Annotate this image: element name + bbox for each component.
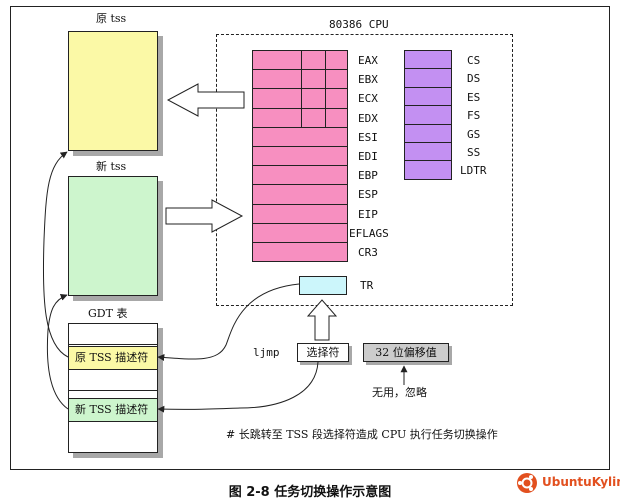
register-subdivision bbox=[325, 108, 326, 127]
general-register-label: EBP bbox=[358, 169, 378, 183]
old-descriptor-to-old-tss-arrow bbox=[42, 151, 69, 358]
general-register-cr3 bbox=[252, 242, 348, 263]
segment-register-label: GS bbox=[467, 127, 481, 141]
general-register-label: ECX bbox=[358, 92, 378, 106]
register-subdivision bbox=[301, 70, 302, 89]
gdt-divider bbox=[69, 390, 157, 391]
unused-label: 无用，忽略 bbox=[372, 386, 427, 399]
segment-register-label: DS bbox=[467, 72, 481, 86]
gdt-old-descriptor-label: 原 TSS 描述符 bbox=[75, 351, 149, 364]
ubuntukylin-logo: UbuntuKylin bbox=[516, 472, 620, 494]
register-subdivision bbox=[301, 89, 302, 108]
new-tss-box bbox=[68, 176, 158, 296]
general-register-label: CR3 bbox=[358, 246, 378, 259]
old-tss-box bbox=[68, 31, 158, 151]
register-subdivision bbox=[301, 51, 302, 70]
gdt-title: GDT 表 bbox=[88, 307, 128, 320]
segment-register-ldtr bbox=[404, 160, 452, 180]
gdt-table: 原 TSS 描述符 新 TSS 描述符 bbox=[68, 323, 158, 453]
register-subdivision bbox=[325, 70, 326, 89]
segment-register-label: SS bbox=[467, 146, 481, 159]
tr-to-old-descriptor-arrow bbox=[157, 283, 300, 361]
general-register-label: EBX bbox=[358, 73, 378, 87]
cpu-box bbox=[216, 34, 513, 306]
offset-box: 32 位偏移值 bbox=[363, 343, 449, 362]
note-text: # 长跳转至 TSS 段选择符造成 CPU 执行任务切换操作 bbox=[226, 428, 498, 441]
save-state-arrow bbox=[166, 83, 245, 117]
segment-register-label: ES bbox=[467, 90, 481, 104]
ljmp-label: ljmp bbox=[253, 346, 280, 359]
diagram-frame bbox=[10, 6, 610, 470]
tr-label: TR bbox=[360, 279, 374, 292]
figure-caption: 图 2-8 任务切换操作示意图 bbox=[228, 485, 392, 500]
general-register-label: EFLAGS bbox=[349, 226, 389, 240]
register-subdivision bbox=[325, 89, 326, 108]
register-subdivision bbox=[301, 108, 302, 127]
selector-to-tr-arrow bbox=[306, 299, 338, 341]
gdt-divider bbox=[69, 344, 157, 345]
general-register-label: EIP bbox=[358, 207, 378, 221]
gdt-new-descriptor-label: 新 TSS 描述符 bbox=[75, 403, 149, 416]
gdt-old-descriptor: 原 TSS 描述符 bbox=[69, 346, 157, 370]
selector-to-new-descriptor-arrow bbox=[157, 361, 319, 413]
tr-register bbox=[299, 276, 347, 295]
gdt-new-descriptor: 新 TSS 描述符 bbox=[69, 398, 157, 422]
ubuntu-circle-icon bbox=[517, 473, 537, 493]
selector-box: 选择符 bbox=[297, 343, 349, 362]
general-register-label: ESI bbox=[358, 130, 378, 144]
new-descriptor-to-new-tss-arrow bbox=[46, 293, 69, 410]
general-register-label: EAX bbox=[358, 54, 378, 67]
cpu-title: 80386 CPU bbox=[329, 18, 389, 31]
general-register-label: EDX bbox=[358, 111, 378, 125]
logo-text: UbuntuKylin bbox=[542, 475, 620, 489]
register-subdivision bbox=[325, 51, 326, 70]
segment-register-label: FS bbox=[467, 109, 481, 123]
general-register-label: EDI bbox=[358, 150, 378, 163]
old-tss-label: 原 tss bbox=[96, 12, 127, 25]
general-register-label: ESP bbox=[358, 188, 378, 202]
segment-register-label: LDTR bbox=[460, 164, 487, 178]
segment-register-label: CS bbox=[467, 54, 481, 67]
new-tss-label: 新 tss bbox=[96, 160, 127, 173]
load-state-arrow bbox=[165, 199, 244, 233]
